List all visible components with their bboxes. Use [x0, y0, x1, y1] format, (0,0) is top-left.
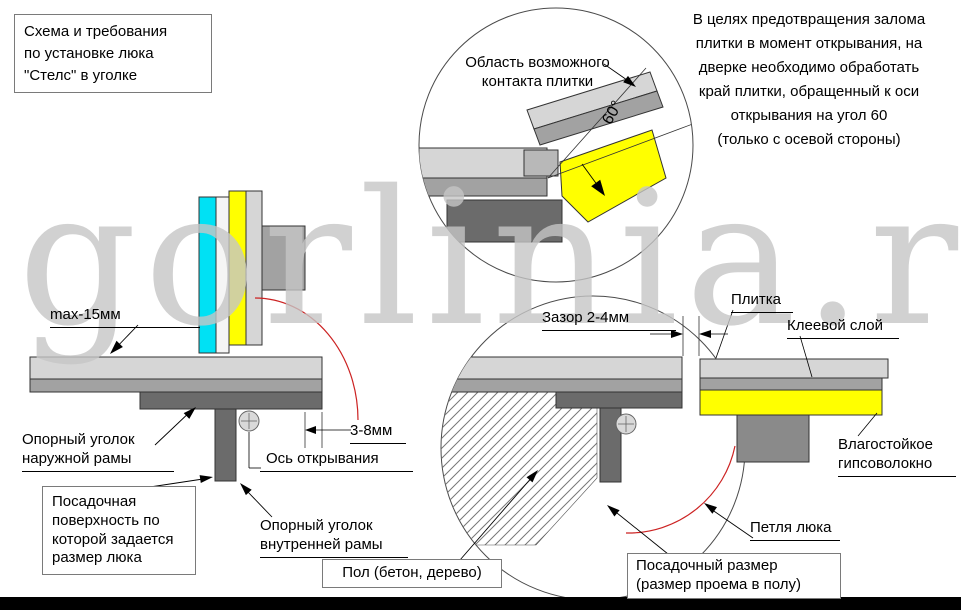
- hatch-hinge-label: Петля люка: [750, 519, 840, 541]
- gap-2-4mm-label: Зазор 2-4мм: [542, 309, 676, 331]
- door-cyan-layer: [198, 196, 217, 354]
- floor-material-box: Пол (бетон, дерево): [322, 559, 502, 588]
- detail-area-label: Область возможного контакта плитки: [435, 54, 640, 92]
- floor-arrowhead: [526, 470, 538, 483]
- outer-frame-angle-horizontal: [139, 391, 323, 410]
- detail-door-gypsum: [559, 129, 667, 223]
- note-line: В целях предотвращения залома: [692, 11, 926, 28]
- door-gypsum-board: [699, 389, 883, 416]
- right-tile-slab: [441, 356, 683, 380]
- outer-frame-angle-label: Опорный уголок наружной рамы: [22, 431, 174, 472]
- door-hinge-block: [261, 225, 306, 291]
- left-section-drawing: [29, 190, 359, 518]
- detail-area-label-line: Область возможного: [465, 54, 610, 71]
- gap-3-8mm-label: 3-8мм: [350, 422, 406, 444]
- detail-dark-block: [446, 199, 563, 243]
- hinge-swing-arc: [625, 445, 736, 534]
- detail-fixed-substrate: [419, 177, 548, 197]
- gap-arrowhead-left: [671, 330, 683, 338]
- right-section-drawing: [440, 295, 889, 601]
- outer-frame-angle-vertical: [214, 408, 237, 482]
- hinge-arrowhead: [704, 503, 717, 514]
- note-text: В целях предотвращения залома плитки в м…: [660, 8, 958, 152]
- left-substrate-layer: [29, 378, 323, 393]
- door-frame-layer: [245, 190, 263, 346]
- right-substrate-layer: [441, 378, 683, 393]
- gypsum-board-label: Влагостойкое гипсоволокно: [838, 436, 956, 477]
- title-box: Схема и требования по установке люка "Ст…: [14, 14, 212, 94]
- seat-surface-box: Посадочная поверхность по которой задает…: [42, 486, 196, 575]
- dim38-arrowhead: [305, 426, 316, 434]
- title-line: по установке люка: [24, 44, 154, 62]
- note-line: плитки в момент открывания, на: [695, 35, 923, 52]
- left-tile-slab: [29, 356, 323, 380]
- max-thickness-label: max-15мм: [50, 306, 200, 328]
- tile-contact-detail: [418, 7, 694, 283]
- frame-angle-vertical: [599, 407, 622, 483]
- door-gypsum-layer: [228, 190, 247, 346]
- bottom-black-bar: [0, 597, 961, 610]
- glue-layer-label: Клеевой слой: [787, 317, 899, 339]
- tile-label: Плитка: [731, 291, 793, 313]
- seatsize-arrowhead: [607, 505, 620, 517]
- title-line: Схема и требования: [24, 23, 168, 40]
- opening-axis-label: Ось открывания: [260, 450, 413, 472]
- inner-angle-arrowhead: [240, 483, 252, 496]
- door-support-block: [736, 414, 810, 463]
- door-glue-layer: [699, 377, 883, 391]
- door-white-layer: [215, 196, 230, 354]
- frame-angle-horizontal: [555, 391, 683, 409]
- title-line: "Стелс" в уголке: [24, 66, 138, 84]
- detail-area-label-line: контакта плитки: [481, 72, 594, 90]
- detail-label-arrowhead: [623, 75, 636, 87]
- detail-step-block: [523, 149, 559, 177]
- outer-angle-arrowhead: [183, 407, 196, 419]
- seat-size-box: Посадочный размер (размер проема в полу): [627, 553, 841, 599]
- detail-door-glue: [533, 90, 664, 146]
- note-line: (только с осевой стороны): [717, 131, 901, 148]
- note-line: дверке необходимо обработать: [698, 59, 920, 76]
- left-swing-arc: [254, 297, 359, 421]
- note-line: открывания на угол 60: [730, 107, 888, 124]
- seat-surface-arrowhead: [199, 475, 213, 483]
- note-line: край плитки, обращенный к оси: [698, 83, 920, 100]
- inner-frame-angle-label: Опорный уголок внутренней рамы: [260, 517, 408, 558]
- bevel-arrowhead: [591, 179, 605, 196]
- max-arrowhead: [110, 340, 123, 354]
- door-tile-layer: [699, 358, 889, 379]
- floor-hatch-area: [441, 391, 598, 546]
- gap-arrowhead-right: [699, 330, 711, 338]
